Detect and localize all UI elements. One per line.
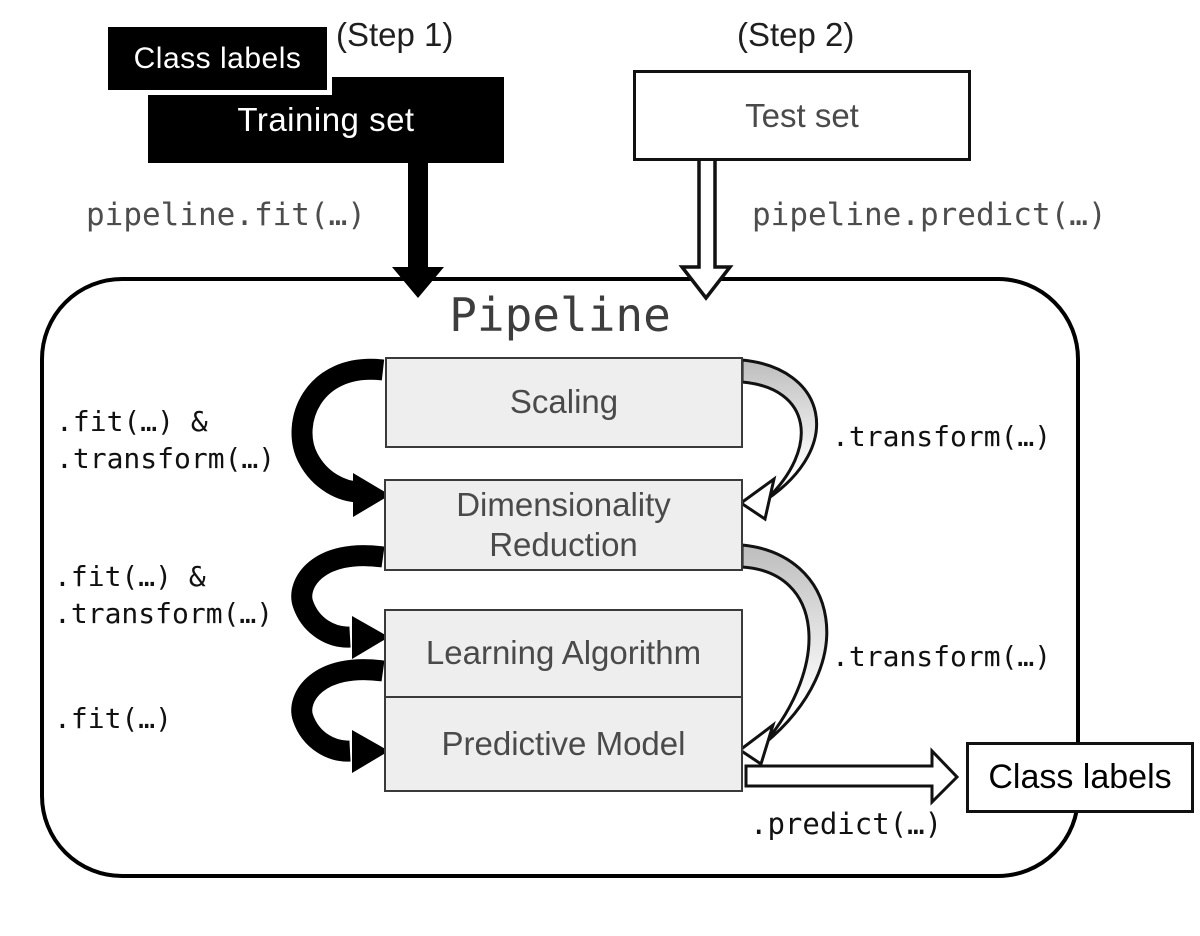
class-labels-output-box: Class labels: [966, 742, 1194, 813]
pipeline-container: [40, 277, 1080, 878]
fit-transform-label-2: .fit(…) & .transform(…): [54, 560, 274, 630]
fit-label: .fit(…): [54, 702, 173, 735]
pipeline-predict-call: pipeline.predict(…): [752, 197, 1107, 233]
stage-box-predictive-model: Predictive Model: [384, 696, 743, 792]
transform-label-1: .transform(…): [832, 420, 1052, 453]
test-set-box: Test set: [633, 70, 971, 161]
step1-label: (Step 1): [336, 16, 454, 53]
stage-box-learning-algorithm: Learning Algorithm: [384, 609, 743, 698]
stage-box-dimensionality-reduction: Dimensionality Reduction: [384, 479, 743, 571]
pipeline-title: Pipeline: [449, 288, 671, 342]
transform-label-2: .transform(…): [832, 640, 1052, 673]
predict-label: .predict(…): [750, 807, 943, 841]
class-labels-input-box: Class labels: [103, 22, 332, 95]
fit-transform-label-1: .fit(…) & .transform(…): [56, 405, 276, 475]
stage-box-scaling: Scaling: [385, 357, 743, 448]
step2-label: (Step 2): [737, 16, 855, 53]
pipeline-fit-call: pipeline.fit(…): [86, 197, 366, 233]
